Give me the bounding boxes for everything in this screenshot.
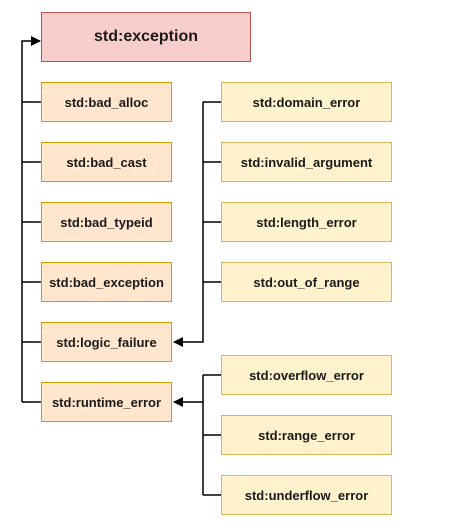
node-runtime-error: std:runtime_error (41, 382, 172, 422)
node-label: std:bad_cast (66, 154, 147, 170)
node-label: std:logic_failure (56, 334, 157, 350)
node-label: std:length_error (256, 214, 357, 230)
node-bad-cast: std:bad_cast (41, 142, 172, 182)
node-label: std:invalid_argument (240, 154, 373, 170)
node-label: std:exception (93, 28, 198, 45)
node-invalid-argument: std:invalid_argument (221, 142, 392, 182)
node-label: std:bad_typeid (60, 214, 153, 230)
node-label: std:overflow_error (249, 367, 364, 383)
node-domain-error: std:domain_error (221, 82, 392, 122)
node-bad-typeid: std:bad_typeid (41, 202, 172, 242)
node-out-of-range: std:out_of_range (221, 262, 392, 302)
node-range-error: std:range_error (221, 415, 392, 455)
node-label: std:runtime_error (51, 394, 162, 410)
node-bad-alloc: std:bad_alloc (41, 82, 172, 122)
node-std-exception: std:exception (41, 12, 251, 62)
node-label: std:domain_error (252, 94, 361, 110)
node-label: std:underflow_error (244, 487, 369, 503)
node-logic-failure: std:logic_failure (41, 322, 172, 362)
node-label: std:out_of_range (253, 274, 360, 290)
node-underflow-error: std:underflow_error (221, 475, 392, 515)
node-label: std:bad_alloc (64, 94, 149, 110)
node-bad-exception: std:bad_exception (41, 262, 172, 302)
node-overflow-error: std:overflow_error (221, 355, 392, 395)
node-length-error: std:length_error (221, 202, 392, 242)
node-label: std:range_error (258, 427, 355, 443)
node-label: std:bad_exception (49, 274, 164, 290)
edge-logic-trunk (173, 102, 204, 347)
